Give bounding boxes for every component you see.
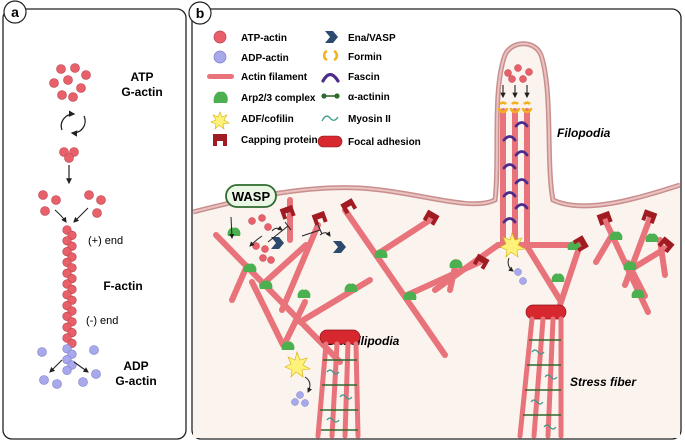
lamellipodia-arrows [229,216,331,247]
actin-filament-icon [207,74,234,79]
actin-trimer [59,147,79,163]
legend-adf-cofilin-label: ADF/cofilin [241,114,294,125]
formin-caps [497,101,533,114]
arp23-complex-icon [213,91,228,103]
arp23-branch-points [227,227,659,350]
legend-atp-actin-label: ATP-actin [241,33,287,44]
focal-adhesion-icon [317,135,343,148]
legend-ena-vasp-label: Ena/VASP [348,33,396,44]
legend-adp-actin-label: ADP-actin [241,53,289,64]
legend-arp23-label: Arp2/3 complex [241,93,316,104]
legend-actin-filament-label: Actin filament [241,72,308,83]
joining-monomers [38,190,106,218]
legend-fascin-label: Fascin [348,72,380,83]
wasp-callout: WASP [225,184,277,208]
legend-left: ATP-actin ADP-actin Actin filament Arp2/… [207,30,318,146]
capping-protein-icon [213,134,227,146]
atp-title-line1: ATP [130,70,153,84]
f-actin-filament [62,225,77,376]
legend-right: Ena/VASP Formin Fascin α-actinin Myosin … [317,31,421,148]
adp-actin-icon [213,50,227,64]
cycle-arrow-left [60,110,76,131]
legend-formin-label: Formin [348,52,382,63]
panel-b-letter-badge [188,1,212,25]
join-arrow-right [73,207,89,223]
filopodia-arrows [500,85,530,99]
atp-title-line2: G-actin [121,85,162,99]
panel-a-letter: a [11,4,19,20]
panel-a-frame [2,8,187,440]
minus-end-label: (-) end [86,315,118,327]
release-arrow-left [49,359,63,373]
fascin-crosslinks [502,121,529,224]
focal-adhesion-2 [525,304,567,320]
capping-proteins [279,198,675,270]
panel-b-letter: b [196,5,205,21]
filopodia-label: Filopodia [557,126,611,140]
wasp-badge [225,184,277,208]
adp-title-line2: G-actin [115,374,156,388]
myosin-ii-icon [321,115,339,122]
legend-focal-adhesion-label: Focal adhesion [348,137,421,148]
join-arrow-left [54,209,67,223]
wasp-label: WASP [232,189,271,204]
atp-g-actin-cluster [49,63,91,102]
alpha-actinin-icon [321,93,340,99]
fascin-icon [321,72,340,83]
legend-capping-protein-label: Capping protein [241,135,318,146]
cofilin-severing-lamellipodia [284,350,313,407]
filopodia-monomers [504,64,533,83]
cofilin-severing-filopodia-base [499,232,527,285]
stress-fibers [315,304,567,439]
adp-g-actin-cluster [37,345,101,389]
adp-title-line1: ADP [123,359,148,373]
panel-a: a ATP G-actin (+) end F-actin [2,0,187,440]
filopodia-bundle [497,64,533,246]
stress-fiber-label: Stress fiber [570,375,637,389]
panel-b: b ATP-actin ADP-actin Actin filament Arp… [188,1,682,440]
legend-myosin-ii-label: Myosin II [348,114,391,125]
atp-actin-icon [213,30,227,44]
alpha-actinin-crosslinks [320,339,561,431]
lamellipodia-network [213,197,675,407]
plasma-membrane-inner [192,42,681,213]
ena-vasp-proteins [271,237,346,253]
panel-a-letter-badge [3,0,27,24]
legend-alpha-actinin-label: α-actinin [348,92,390,103]
myosin-ii-motors [326,349,558,430]
cycle-arrow-right [70,115,86,137]
release-arrow-right [73,361,89,373]
adp-actin-subunit [62,365,72,376]
plus-end-label: (+) end [88,235,123,247]
f-actin-label: F-actin [103,279,142,293]
focal-adhesion-1 [319,329,361,345]
ena-vasp-icon [325,31,338,43]
adf-cofilin-icon [210,111,230,130]
formin-icon [322,49,339,62]
